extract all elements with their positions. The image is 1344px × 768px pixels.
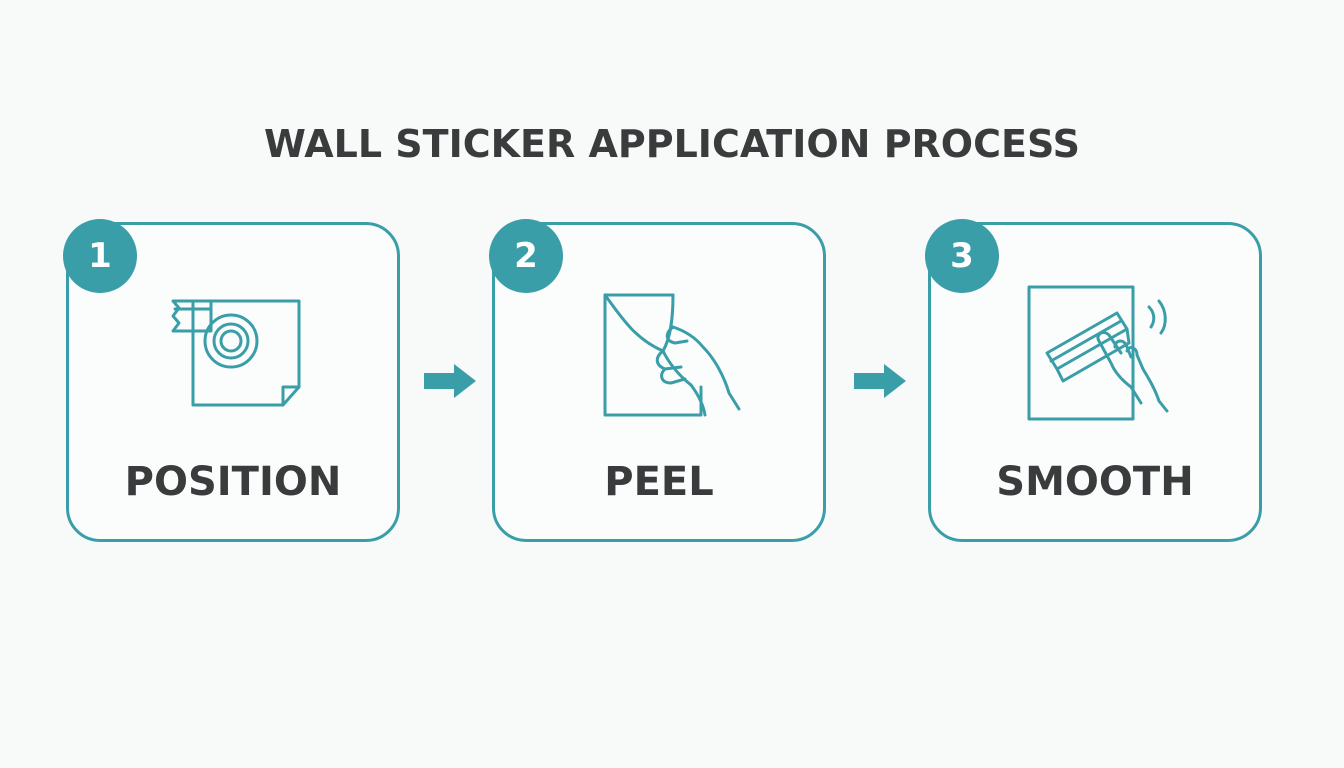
step-number-badge: 2 <box>489 219 563 293</box>
step-card-position: 1 POSITION <box>63 219 400 542</box>
step-card-smooth: 3 <box>925 219 1262 542</box>
step-label: POSITION <box>124 459 342 505</box>
step-label: SMOOTH <box>996 459 1194 505</box>
arrow-right-icon <box>854 364 906 398</box>
hand-squeegee-icon <box>931 277 1259 427</box>
hand-peeling-sheet-icon <box>495 277 823 427</box>
step-card-peel: 2 PEEL <box>489 219 826 542</box>
step-label: PEEL <box>604 459 714 505</box>
diagram-title: WALL STICKER APPLICATION PROCESS <box>264 122 1080 166</box>
tape-roll-sticker-icon <box>69 277 397 427</box>
arrow-right-icon <box>424 364 476 398</box>
step-number-badge: 1 <box>63 219 137 293</box>
step-number-badge: 3 <box>925 219 999 293</box>
